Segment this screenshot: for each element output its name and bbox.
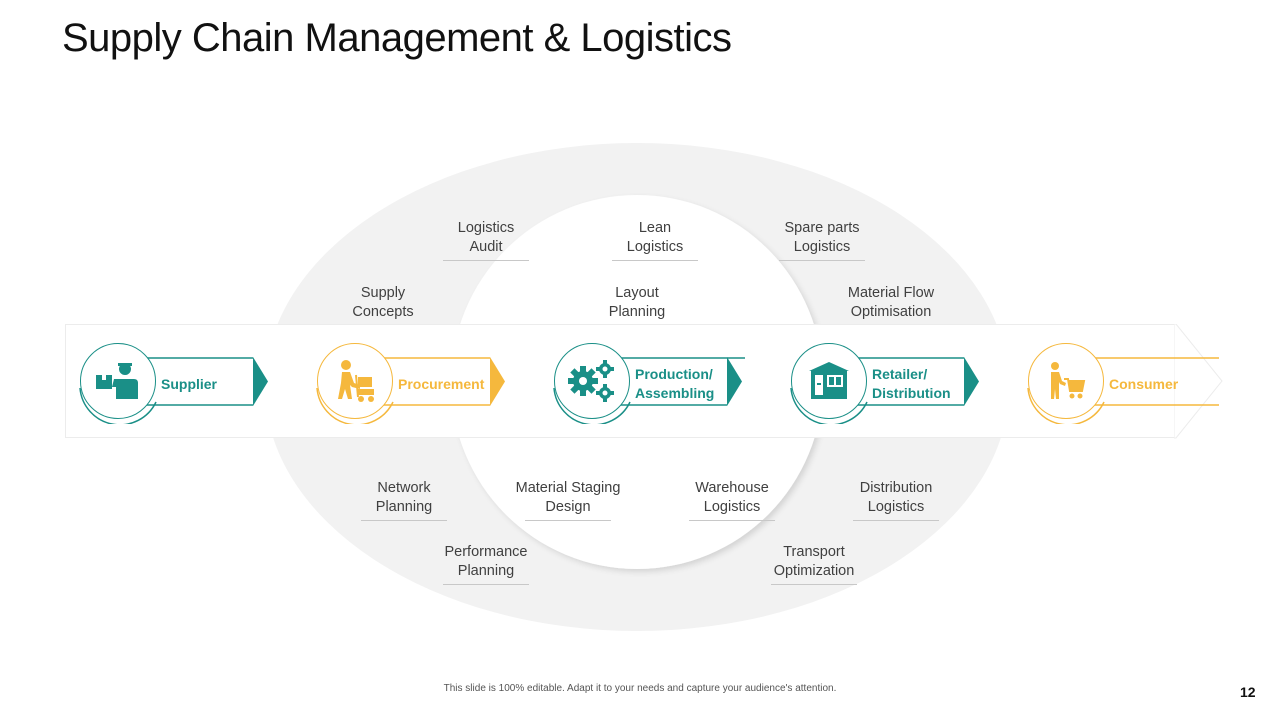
stage-swoosh: [790, 387, 868, 424]
stage-retailer-distribution: Retailer/ Distribution: [777, 340, 987, 424]
stage-label: Retailer/ Distribution: [872, 366, 951, 401]
storefront-icon: [809, 362, 849, 399]
stage-label: Supplier: [161, 375, 218, 392]
hand-truck-icon: [338, 360, 374, 402]
stage-procurement: Procurement: [303, 340, 513, 424]
stage-label: Procurement: [398, 375, 485, 392]
stage-swoosh: [1027, 387, 1105, 424]
stage-label: Consumer: [1109, 375, 1179, 392]
stage-swoosh: [316, 387, 394, 424]
stage-swoosh: [79, 387, 157, 424]
label-material-staging-design: Material Staging Design: [508, 460, 628, 540]
label-performance-planning: Performance Planning: [426, 524, 546, 604]
label-warehouse-logistics: Warehouse Logistics: [672, 460, 792, 540]
footer-note: This slide is 100% editable. Adapt it to…: [443, 683, 837, 694]
stage-icon-circle: [80, 343, 156, 419]
stage-arrow: [1069, 357, 1219, 406]
label-material-flow-optimisation: Material Flow Optimisation: [831, 265, 951, 345]
page-number: 12: [1240, 684, 1256, 700]
label-lean-logistics: Lean Logistics: [595, 200, 715, 280]
label-network-planning: Network Planning: [344, 460, 464, 540]
shopping-cart-person-icon: [1051, 362, 1086, 399]
stage-icon-circle: [317, 343, 393, 419]
slide-title: Supply Chain Management & Logistics: [62, 16, 732, 60]
stage-supplier: Supplier: [66, 340, 276, 424]
stage-icon-circle: [1028, 343, 1104, 419]
stage-icon-circle: [554, 343, 630, 419]
label-logistics-audit: Logistics Audit: [426, 200, 546, 280]
label-layout-planning: Layout Planning: [577, 265, 697, 345]
stage-consumer: Consumer: [1014, 340, 1224, 424]
stage-icon-circle: [791, 343, 867, 419]
stage-production-assembling: Production/ Assembling: [540, 340, 750, 424]
stage-label: Production/ Assembling: [635, 366, 715, 401]
process-band-tip: [1174, 324, 1223, 439]
label-transport-optimization: Transport Optimization: [754, 524, 874, 604]
worker-with-box-icon: [96, 363, 138, 399]
gears-icon: [568, 360, 614, 402]
label-spare-parts-logistics: Spare parts Logistics: [762, 200, 882, 280]
label-distribution-logistics: Distribution Logistics: [836, 460, 956, 540]
stage-swoosh: [553, 387, 631, 424]
